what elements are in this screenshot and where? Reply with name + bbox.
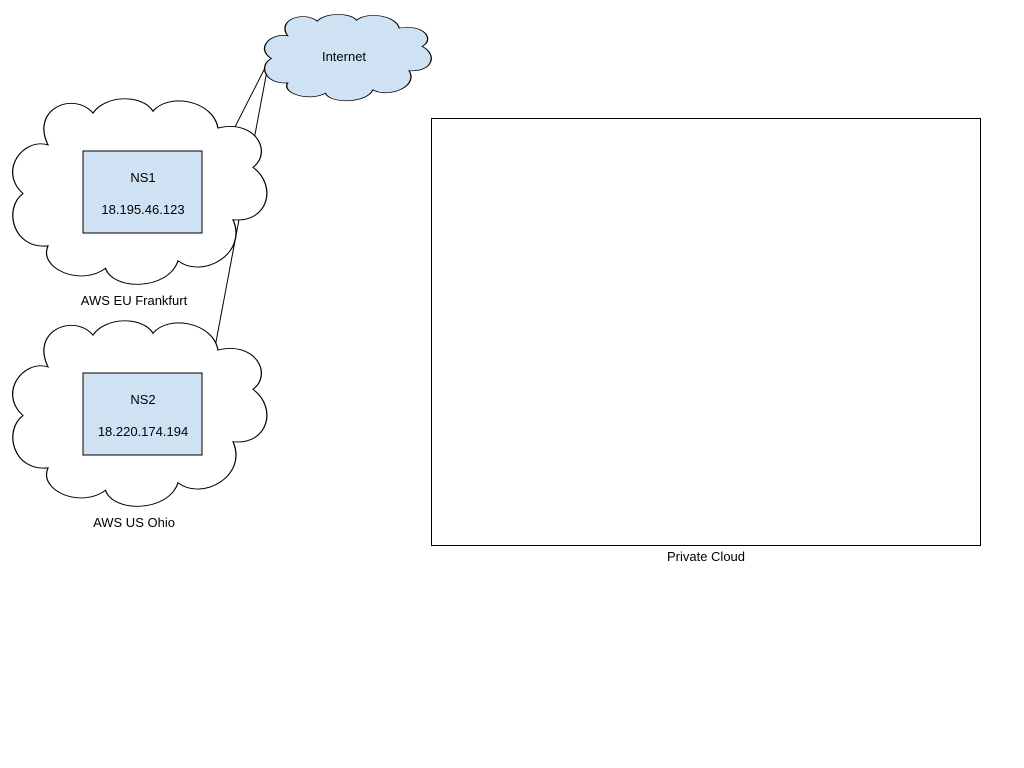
internet-cloud: Internet bbox=[264, 14, 431, 100]
ns2-server: NS2 18.220.174.194 bbox=[82, 372, 203, 456]
ns2-name: NS2 bbox=[130, 392, 155, 407]
private-cloud-label: Private Cloud bbox=[667, 549, 745, 564]
internet-label: Internet bbox=[322, 49, 366, 64]
region-label-frankfurt: AWS EU Frankfurt bbox=[81, 293, 188, 308]
private-cloud-box bbox=[431, 118, 981, 546]
ns1-name: NS1 bbox=[130, 170, 155, 185]
ns2-ip: 18.220.174.194 bbox=[98, 424, 188, 439]
region-label-ohio: AWS US Ohio bbox=[93, 515, 175, 530]
ns1-server: NS1 18.195.46.123 bbox=[82, 150, 203, 234]
ns1-ip: 18.195.46.123 bbox=[101, 202, 184, 217]
